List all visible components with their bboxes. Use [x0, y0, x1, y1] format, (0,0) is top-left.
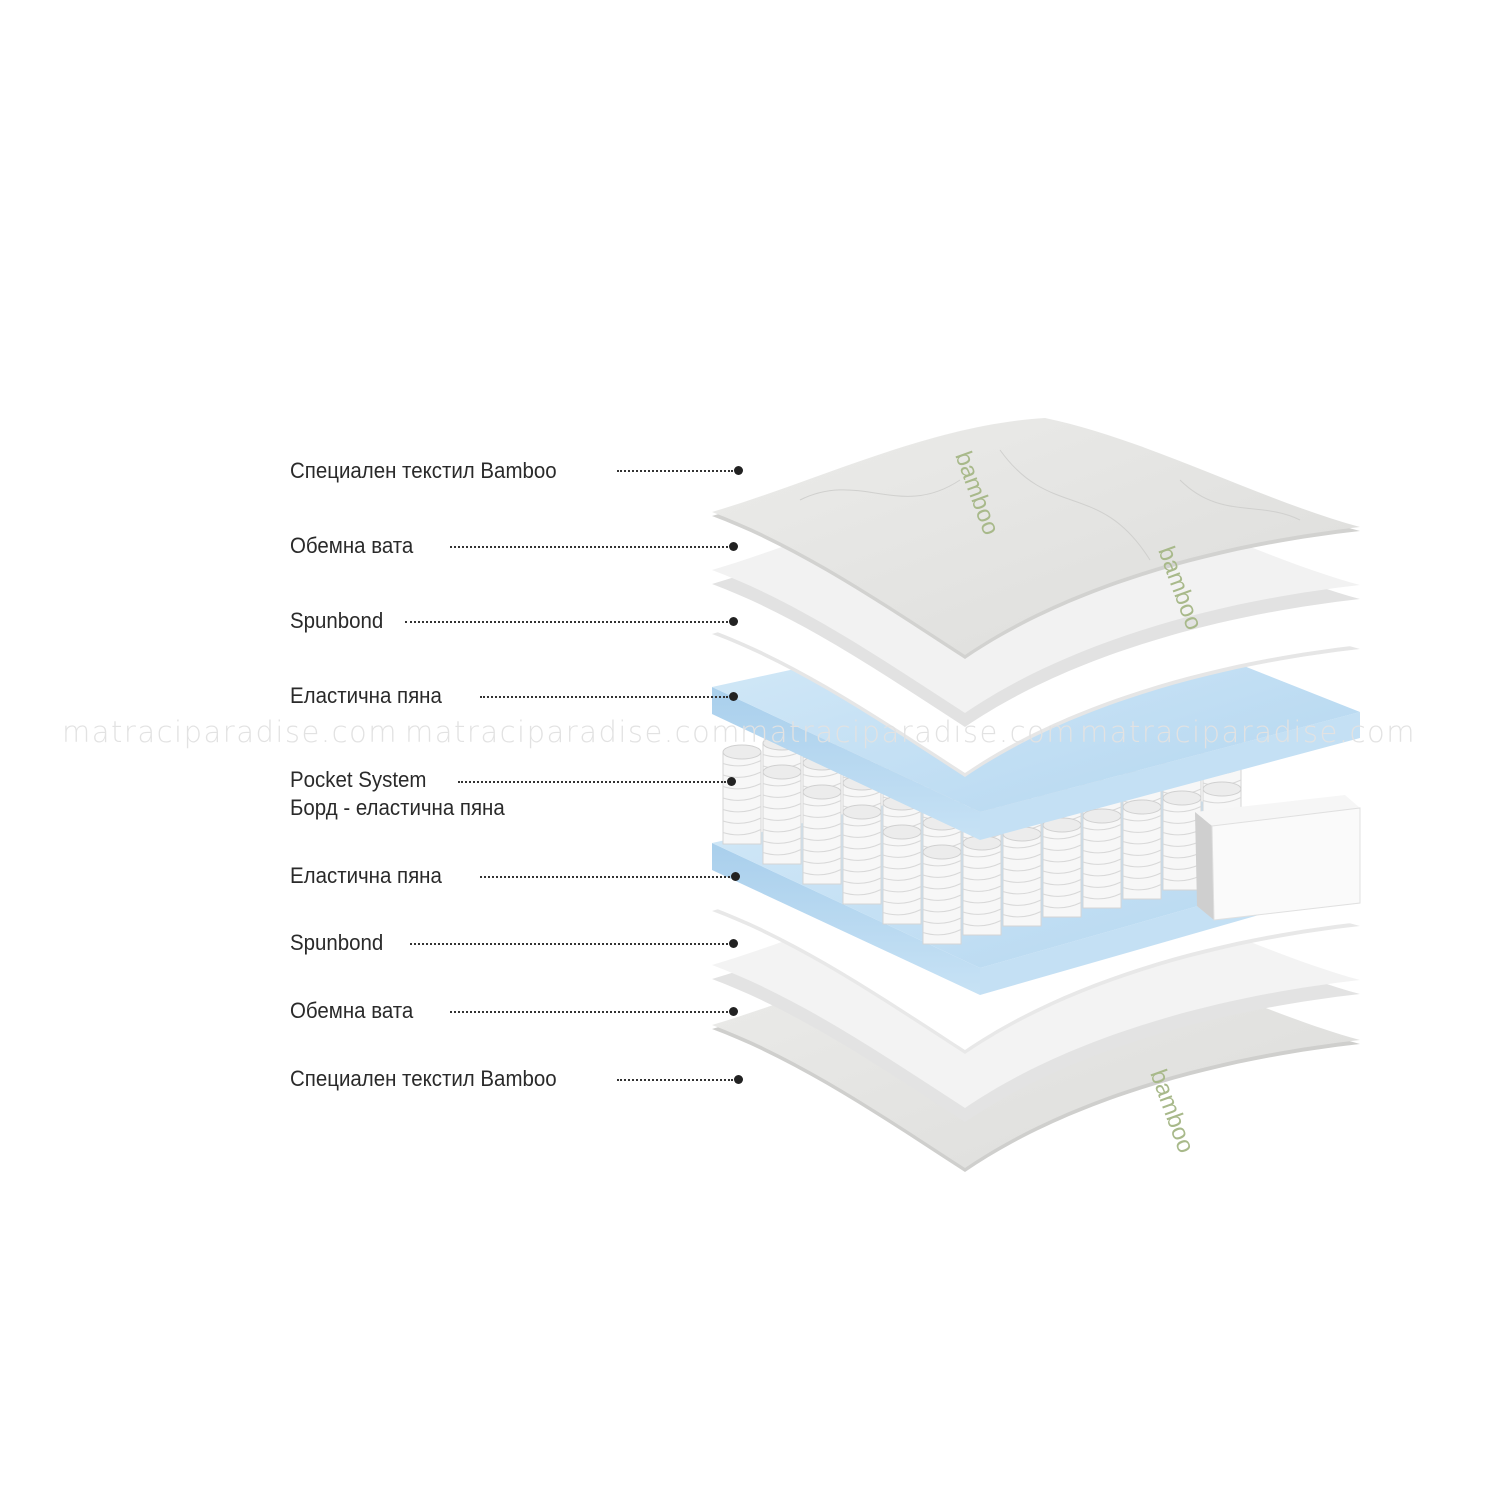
spring-coil [1122, 799, 1162, 900]
label-border-foam: Борд - еластична пяна [290, 795, 505, 820]
spring-coil [882, 824, 922, 925]
pointer-dot [729, 617, 738, 626]
spring-coil [1042, 817, 1082, 918]
pointer-dot [729, 542, 738, 551]
leader-line [480, 876, 730, 878]
pointer-dot [731, 872, 740, 881]
pointer-dot [734, 466, 743, 475]
border-foam-block [1195, 795, 1361, 921]
label-foam-top: Еластична пяна [290, 683, 442, 708]
leader-line [405, 621, 728, 623]
watermark: matraciparadise.com [62, 715, 399, 749]
spring-coil [962, 835, 1002, 936]
leader-line [450, 546, 728, 548]
pointer-dot [734, 1075, 743, 1084]
leader-line [410, 943, 728, 945]
pointer-dot [729, 692, 738, 701]
spring-coil [1002, 826, 1042, 927]
label-wadding-bottom: Обемна вата [290, 998, 414, 1023]
pointer-dot [729, 939, 738, 948]
watermark: matraciparadise.com [405, 715, 742, 749]
watermark: matraciparadise.com [1080, 715, 1417, 749]
spring-coil [1162, 790, 1202, 891]
label-bamboo-top: Специален текстил Bamboo [290, 458, 557, 483]
leader-line [617, 1079, 733, 1081]
spring-coil [842, 804, 882, 905]
watermark: matraciparadise.com [740, 715, 1077, 749]
leader-line [617, 470, 733, 472]
spring-coil [722, 744, 762, 845]
spring-coil [802, 784, 842, 885]
spring-coil [1082, 808, 1122, 909]
spring-coil [922, 844, 962, 945]
leader-line [450, 1011, 728, 1013]
label-foam-bottom: Еластична пяна [290, 863, 442, 888]
leader-line [458, 781, 726, 783]
label-pocket-system: Pocket System [290, 767, 427, 792]
pointer-dot [729, 1007, 738, 1016]
label-spunbond-bottom: Spunbond [290, 930, 384, 955]
bamboo-print: bamboo [1144, 1066, 1199, 1157]
label-wadding-top: Обемна вата [290, 533, 414, 558]
label-bamboo-bottom: Специален текстил Bamboo [290, 1066, 557, 1091]
label-spunbond-top: Spunbond [290, 608, 384, 633]
spring-coil [762, 764, 802, 865]
leader-line [480, 696, 728, 698]
pointer-dot [727, 777, 736, 786]
